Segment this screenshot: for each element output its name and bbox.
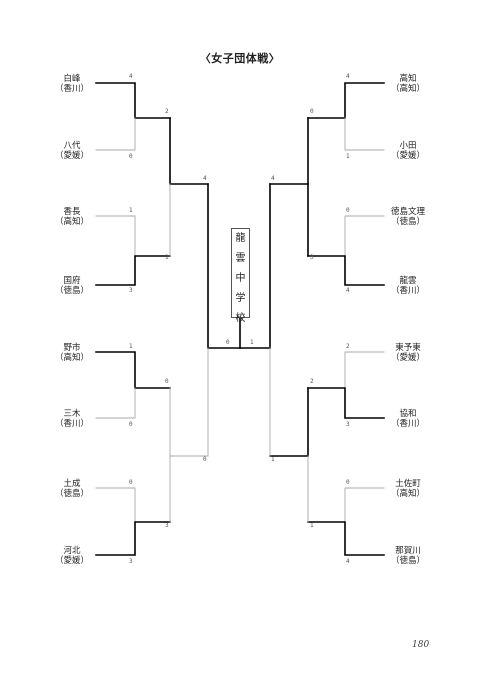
right-score-5: 2: [346, 343, 350, 350]
left-score-8: 3: [129, 558, 133, 565]
right-score-3: 0: [346, 207, 350, 214]
right-score-4: 4: [346, 287, 350, 294]
left-score-3: 1: [129, 207, 133, 214]
champion-box: 龍 雲 中 学 校: [231, 228, 250, 324]
right-score-8: 4: [346, 558, 350, 565]
left-score-7: 0: [129, 479, 133, 486]
left-r2-score-1: 2: [165, 108, 169, 115]
right-team-4: 龍雲（香川）: [390, 276, 425, 296]
left-score-6: 0: [129, 421, 133, 428]
left-team-6: 三木（香川）: [54, 409, 89, 429]
right-r2-score-3: 2: [310, 378, 314, 385]
right-score-1: 4: [346, 73, 350, 80]
right-semi-score-2: 1: [271, 456, 275, 463]
left-semi-score-1: 4: [203, 175, 207, 182]
right-team-6: 協和（香川）: [390, 409, 425, 429]
left-r1-b: [95, 215, 171, 286]
right-team-5: 東予東（愛媛）: [390, 343, 425, 363]
right-team-8: 那賀川（徳島）: [390, 546, 425, 566]
bracket-title: 〈女子団体戦〉: [199, 52, 281, 65]
left-semi-score-2: 0: [203, 456, 207, 463]
left-r2-score-3: 0: [165, 378, 169, 385]
left-team-3: 香長（高知）: [54, 207, 89, 227]
left-r2-score-2: 1: [165, 254, 169, 261]
champion-char-1: 龍: [235, 233, 246, 244]
left-r1-c: [95, 351, 171, 419]
left-score-1: 4: [129, 73, 133, 80]
right-team-7: 土佐町（高知）: [390, 479, 425, 499]
right-score-7: 0: [346, 479, 350, 486]
left-r1-d: [95, 487, 171, 556]
right-r2-score-4: 1: [310, 522, 314, 529]
right-r2-score-1: 0: [310, 108, 314, 115]
left-r1-a: [95, 82, 171, 151]
final-score-left: 0: [226, 339, 230, 346]
left-score-4: 3: [129, 287, 133, 294]
right-semi-score-1: 4: [271, 175, 275, 182]
left-team-8: 河北（愛媛）: [54, 546, 89, 566]
left-team-5: 野市（高知）: [54, 343, 89, 363]
left-score-5: 1: [129, 343, 133, 350]
left-team-7: 土成（徳島）: [54, 479, 89, 499]
champion-char-5: 校: [235, 313, 246, 324]
champion-char-3: 中: [235, 273, 246, 284]
left-r2-score-4: 3: [165, 522, 169, 529]
page-number: 180: [412, 640, 430, 650]
right-score-2: 1: [346, 153, 350, 160]
right-team-2: 小田（愛媛）: [390, 141, 425, 161]
left-team-4: 国府（徳島）: [54, 276, 89, 296]
right-score-6: 3: [346, 421, 350, 428]
right-team-3: 徳島文理（徳島）: [390, 207, 425, 227]
champion-char-2: 雲: [235, 253, 246, 264]
left-score-2: 0: [129, 153, 133, 160]
champion-char-4: 学: [235, 293, 246, 304]
right-r2-score-2: 3: [310, 254, 314, 261]
left-team-1: 白峰（香川）: [54, 74, 89, 94]
left-team-2: 八代（愛媛）: [54, 141, 89, 161]
final-score-right: 1: [250, 339, 254, 346]
right-team-1: 高知（高知）: [390, 74, 425, 94]
